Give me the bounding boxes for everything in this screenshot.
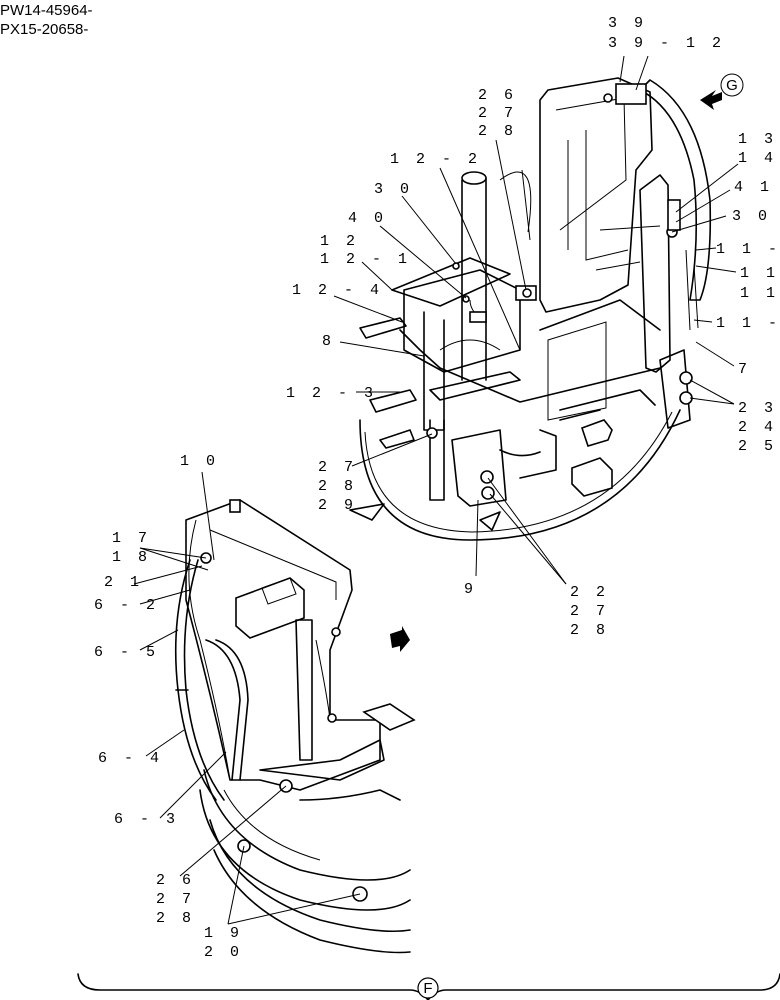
callout-22-line3: 2 8 bbox=[570, 622, 609, 639]
leader-lines bbox=[133, 55, 739, 925]
callout-30b: 3 0 bbox=[732, 208, 771, 225]
callout-labels: 3 9 3 9 - 1 2 2 6 2 7 2 8 1 2 - 2 3 0 4 … bbox=[94, 15, 780, 961]
callout-12-line2: 1 2 - 1 bbox=[320, 251, 411, 268]
view-marker-f-circle bbox=[417, 977, 439, 999]
callout-26b-line2: 2 7 bbox=[156, 891, 195, 908]
callout-21: 2 1 bbox=[104, 574, 143, 591]
callout-27-line3: 2 9 bbox=[318, 497, 357, 514]
callout-12-line1: 1 2 bbox=[320, 233, 359, 250]
callout-13-line2: 1 4 bbox=[738, 150, 777, 167]
upper-frame-assembly bbox=[349, 77, 712, 541]
callout-27-line1: 2 7 bbox=[318, 459, 357, 476]
callout-26a-line3: 2 8 bbox=[478, 123, 517, 140]
view-marker-f: F bbox=[423, 980, 432, 997]
callout-23-line2: 2 4 bbox=[738, 419, 777, 436]
callout-6-5: 6 - 5 bbox=[94, 644, 159, 661]
callout-7: 7 bbox=[738, 361, 751, 378]
callout-6-2: 6 - 2 bbox=[94, 597, 159, 614]
callout-19-line1: 1 9 bbox=[204, 925, 243, 942]
callout-12-4: 1 2 - 4 bbox=[292, 282, 383, 299]
callout-6-3: 6 - 3 bbox=[114, 811, 179, 828]
direction-arrow-g-icon bbox=[700, 90, 722, 110]
callout-41: 4 1 bbox=[734, 179, 773, 196]
callout-26a-line2: 2 7 bbox=[478, 105, 517, 122]
serial-line-1: PW14-45964- bbox=[0, 2, 93, 19]
serial-line-2: PX15-20658- bbox=[0, 21, 88, 38]
callout-23-line3: 2 5 bbox=[738, 438, 777, 455]
callout-13-line1: 1 3 bbox=[738, 131, 777, 148]
callout-9: 9 bbox=[464, 581, 477, 598]
bottom-brace bbox=[77, 973, 780, 1000]
lower-cab-assembly bbox=[174, 499, 416, 954]
callout-23-line1: 2 3 bbox=[738, 400, 777, 417]
callout-12-2: 1 2 - 2 bbox=[390, 151, 481, 168]
callout-22-line2: 2 7 bbox=[570, 603, 609, 620]
view-marker-g-circle bbox=[720, 73, 744, 97]
callout-12-3: 1 2 - 3 bbox=[286, 385, 377, 402]
callout-26a-line1: 2 6 bbox=[478, 87, 517, 104]
callout-10: 1 0 bbox=[180, 453, 219, 470]
direction-arrow-f-icon bbox=[390, 626, 410, 652]
callout-26b-line3: 2 8 bbox=[156, 910, 195, 927]
callout-27-line2: 2 8 bbox=[318, 478, 357, 495]
callout-30a: 3 0 bbox=[374, 181, 413, 198]
callout-19-line2: 2 0 bbox=[204, 944, 243, 961]
callout-26b-line1: 2 6 bbox=[156, 872, 195, 889]
callout-11-line1: 1 1 - 2 bbox=[716, 241, 780, 258]
callout-6-4: 6 - 4 bbox=[98, 750, 163, 767]
callout-22-line1: 2 2 bbox=[570, 584, 609, 601]
callout-17-line1: 1 7 bbox=[112, 530, 151, 547]
callout-17-line2: 1 8 bbox=[112, 549, 151, 566]
callout-11-line3: 1 1 - 1 bbox=[740, 285, 780, 302]
callout-39-line1: 3 9 bbox=[608, 15, 647, 32]
callout-11-3: 1 1 - 3 bbox=[716, 315, 780, 332]
view-marker-g: G bbox=[726, 77, 738, 94]
callout-40: 4 0 bbox=[348, 210, 387, 227]
callout-39-line2: 3 9 - 1 2 bbox=[608, 35, 725, 52]
callout-11-line2: 1 1 bbox=[740, 265, 779, 282]
callout-8: 8 bbox=[322, 333, 335, 350]
